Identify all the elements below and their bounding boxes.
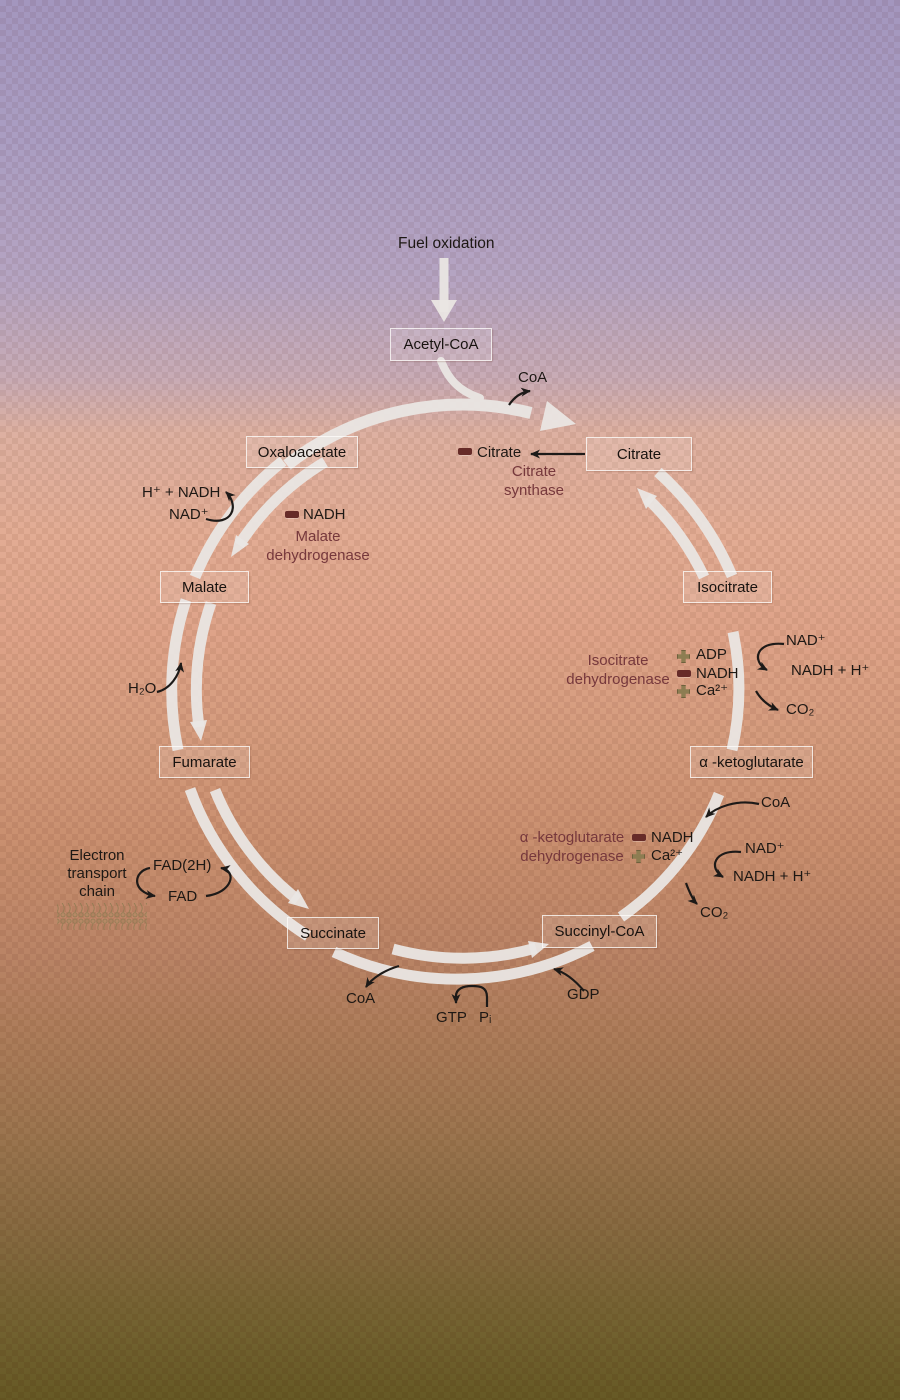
label-inhibitor-citrate: Citrate xyxy=(477,444,522,461)
box-acetyl-coa-label: Acetyl-CoA xyxy=(403,336,479,353)
coa-release-arrow-top xyxy=(508,387,531,406)
label-h-plus-nadh: H⁺ + NADH xyxy=(142,484,221,501)
enzyme-citrate-synthase: Citrate synthase xyxy=(469,463,599,500)
label-pi: Pᵢ xyxy=(479,1009,492,1026)
page-title: Fuel oxidation xyxy=(398,235,495,252)
box-succinate-label: Succinate xyxy=(300,924,366,942)
h2o-entry-arrow xyxy=(156,662,185,694)
inhibitor-minus-icon-nadh-akgdh xyxy=(632,834,646,841)
box-succinyl-coa-label: Succinyl-CoA xyxy=(554,923,645,940)
box-citrate-label: Citrate xyxy=(616,445,662,463)
acetyl-coa-connector xyxy=(437,357,484,402)
label-coa-succinyl: CoA xyxy=(346,990,376,1007)
nad-to-nadh-bracket-akgdh xyxy=(712,850,742,878)
label-nadh-h-akgdh: NADH + H⁺ xyxy=(733,868,812,885)
arc-oxaloacetate-to-citrate xyxy=(283,398,533,470)
label-h2o: H₂O xyxy=(128,680,157,697)
arc-succinate-to-fumarate xyxy=(184,787,311,941)
arc-fumarate-to-succinate-reverse xyxy=(209,787,302,905)
label-gtp: GTP xyxy=(436,1009,467,1026)
label-nad-akgdh: NAD⁺ xyxy=(745,840,785,857)
nad-to-nadh-bracket-idh xyxy=(756,642,785,671)
nad-to-nadh-arrow-mdh xyxy=(205,491,236,522)
arc-isocitrate-to-citrate-reverse xyxy=(643,494,709,580)
box-alpha-ketoglutarate: α -ketoglutarate xyxy=(690,746,813,778)
co2-release-arrow-akgdh xyxy=(684,882,698,905)
pi-to-gtp-bracket xyxy=(451,984,489,1007)
enzyme-citrate-synthase-line1: Citrate xyxy=(511,463,557,480)
box-succinyl-coa: Succinyl-CoA xyxy=(542,915,657,948)
succinate-to-succinyl-arrowhead xyxy=(528,941,549,958)
label-coa-akgdh: CoA xyxy=(761,794,791,811)
box-acetyl-coa: Acetyl-CoA xyxy=(390,328,492,361)
inhibitor-minus-icon-nadh-mdh xyxy=(285,511,299,518)
etc-line2: transport xyxy=(67,865,127,882)
enzyme-malate-dehydrogenase: Malate dehydrogenase xyxy=(253,528,383,565)
box-malate-label: Malate xyxy=(181,578,228,596)
fumarate-to-succinate-arrowhead xyxy=(288,889,309,909)
label-gdp: GDP xyxy=(567,986,600,1003)
enzyme-idh-line1: Isocitrate xyxy=(587,652,649,669)
enzyme-akgdh-line2: dehydrogenase xyxy=(520,847,624,865)
fuel-oxidation-arrowhead xyxy=(431,300,457,322)
arc-fumarate-to-malate xyxy=(166,598,192,752)
label-inhibitor-nadh-mdh: NADH xyxy=(303,506,346,523)
coa-release-arrow-scs xyxy=(365,964,400,988)
label-co2-akgdh: CO₂ xyxy=(700,904,729,921)
box-citrate: Citrate xyxy=(586,437,692,471)
box-isocitrate: Isocitrate xyxy=(683,571,772,603)
label-activator-ca-akgdh: Ca²⁺ xyxy=(651,847,684,864)
enzyme-akgdh-line1: α -ketoglutarate xyxy=(519,829,625,846)
label-fad2h: FAD(2H) xyxy=(153,857,212,874)
enzyme-idh-line2: dehydrogenase xyxy=(566,670,670,688)
label-activator-adp-idh: ADP xyxy=(696,646,727,663)
box-oxaloacetate: Oxaloacetate xyxy=(246,436,358,468)
cycle-arcs xyxy=(166,258,745,985)
oxaloacetate-to-malate-arrowhead xyxy=(231,535,249,557)
membrane-bilayer-icon xyxy=(57,903,147,930)
enzyme-akg-dehydrogenase: α -ketoglutarate dehydrogenase xyxy=(507,829,637,866)
label-activator-ca-idh: Ca²⁺ xyxy=(696,682,729,699)
label-nadh-h-idh: NADH + H⁺ xyxy=(791,662,870,679)
box-malate: Malate xyxy=(160,571,249,603)
box-oxaloacetate-label: Oxaloacetate xyxy=(257,443,347,461)
label-coa-citrate-synthase: CoA xyxy=(518,369,548,386)
arc-citrate-to-isocitrate xyxy=(654,467,738,579)
label-nad-idh: NAD⁺ xyxy=(786,632,826,649)
box-isocitrate-label: Isocitrate xyxy=(697,578,758,596)
label-inhibitor-nadh-akgdh: NADH xyxy=(651,829,694,846)
fad2h-to-fad-etc-arrow xyxy=(136,866,156,899)
enzyme-mdh-line2: dehydrogenase xyxy=(266,546,370,564)
malate-to-fumarate-arrowhead xyxy=(190,720,207,741)
box-fumarate: Fumarate xyxy=(159,746,250,778)
inhibitor-minus-icon-nadh-idh xyxy=(677,670,691,677)
etc-line3: chain xyxy=(79,883,115,900)
citrate-entry-arrowhead xyxy=(540,401,576,431)
arc-isocitrate-to-akg xyxy=(726,630,745,752)
black-arrows xyxy=(136,387,785,1007)
enzyme-mdh-line1: Malate xyxy=(295,528,341,545)
isocitrate-to-citrate-arrowhead xyxy=(637,488,657,509)
label-nad-mdh: NAD⁺ xyxy=(169,506,209,523)
label-electron-transport-chain: Electron transport chain xyxy=(46,847,148,901)
arc-malate-to-fumarate-reverse xyxy=(190,601,217,728)
arc-succinate-to-succinyl-coa-reverse xyxy=(391,942,538,964)
box-succinate: Succinate xyxy=(287,917,379,949)
enzyme-citrate-synthase-line2: synthase xyxy=(503,481,565,499)
box-alpha-ketoglutarate-label: α -ketoglutarate xyxy=(699,753,804,771)
label-co2-idh: CO₂ xyxy=(786,701,815,718)
inhibitor-minus-icon-citrate xyxy=(458,448,472,455)
fad-to-fad2h-arrow xyxy=(205,865,232,898)
enzyme-isocitrate-dehydrogenase: Isocitrate dehydrogenase xyxy=(553,652,683,689)
arc-succinyl-coa-to-succinate xyxy=(331,941,595,985)
label-fad: FAD xyxy=(168,888,198,905)
label-inhibitor-nadh-idh: NADH xyxy=(696,665,739,682)
co2-release-arrow-idh xyxy=(755,690,779,712)
box-fumarate-label: Fumarate xyxy=(172,753,237,771)
etc-line1: Electron xyxy=(69,847,125,864)
cycle-arrowheads xyxy=(190,300,657,958)
gdp-entry-arrow xyxy=(553,967,585,992)
coa-entry-arrow-akgdh xyxy=(705,801,760,818)
